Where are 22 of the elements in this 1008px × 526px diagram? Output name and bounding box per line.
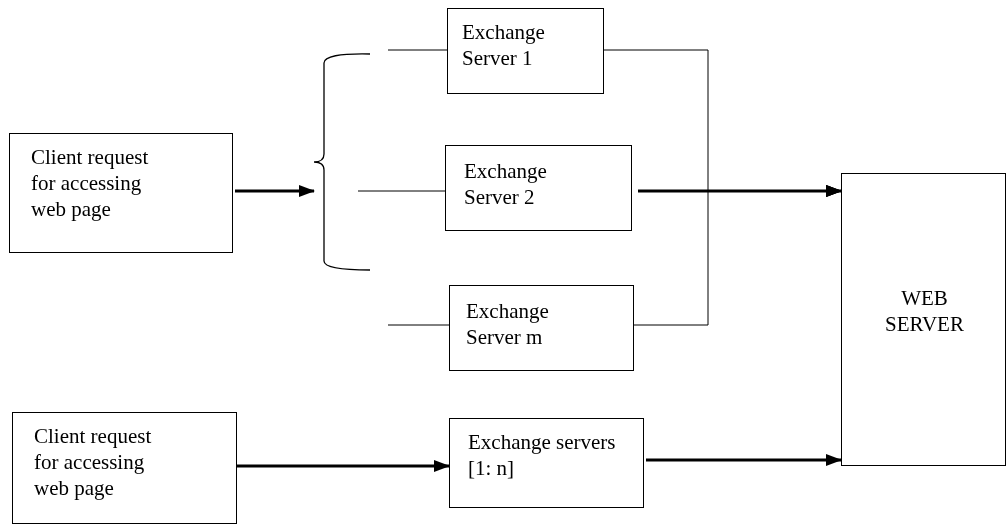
box-label: Client request for accessing web page	[34, 423, 153, 501]
box-label: Exchange Server 2	[464, 158, 548, 210]
box-label: Client request for accessing web page	[31, 144, 150, 222]
process-box	[9, 133, 233, 253]
process-box	[449, 285, 634, 371]
box-label: Exchange Server 1	[462, 19, 546, 71]
process-box	[449, 418, 644, 508]
box-label: Exchange Server m	[466, 298, 550, 350]
process-box	[445, 145, 632, 231]
process-box	[12, 412, 237, 524]
connector-line	[387, 49, 448, 51]
connector-line	[357, 190, 446, 192]
arrow	[235, 185, 315, 197]
arrow	[633, 185, 842, 326]
arrow	[646, 454, 842, 466]
box-label: Exchange servers [1: n]	[468, 429, 617, 481]
server-box	[841, 173, 1006, 466]
brace-symbol	[314, 53, 372, 271]
process-box	[447, 8, 604, 94]
connector-line	[387, 324, 450, 326]
box-label: WEB SERVER	[884, 284, 965, 337]
arrow	[237, 460, 450, 472]
